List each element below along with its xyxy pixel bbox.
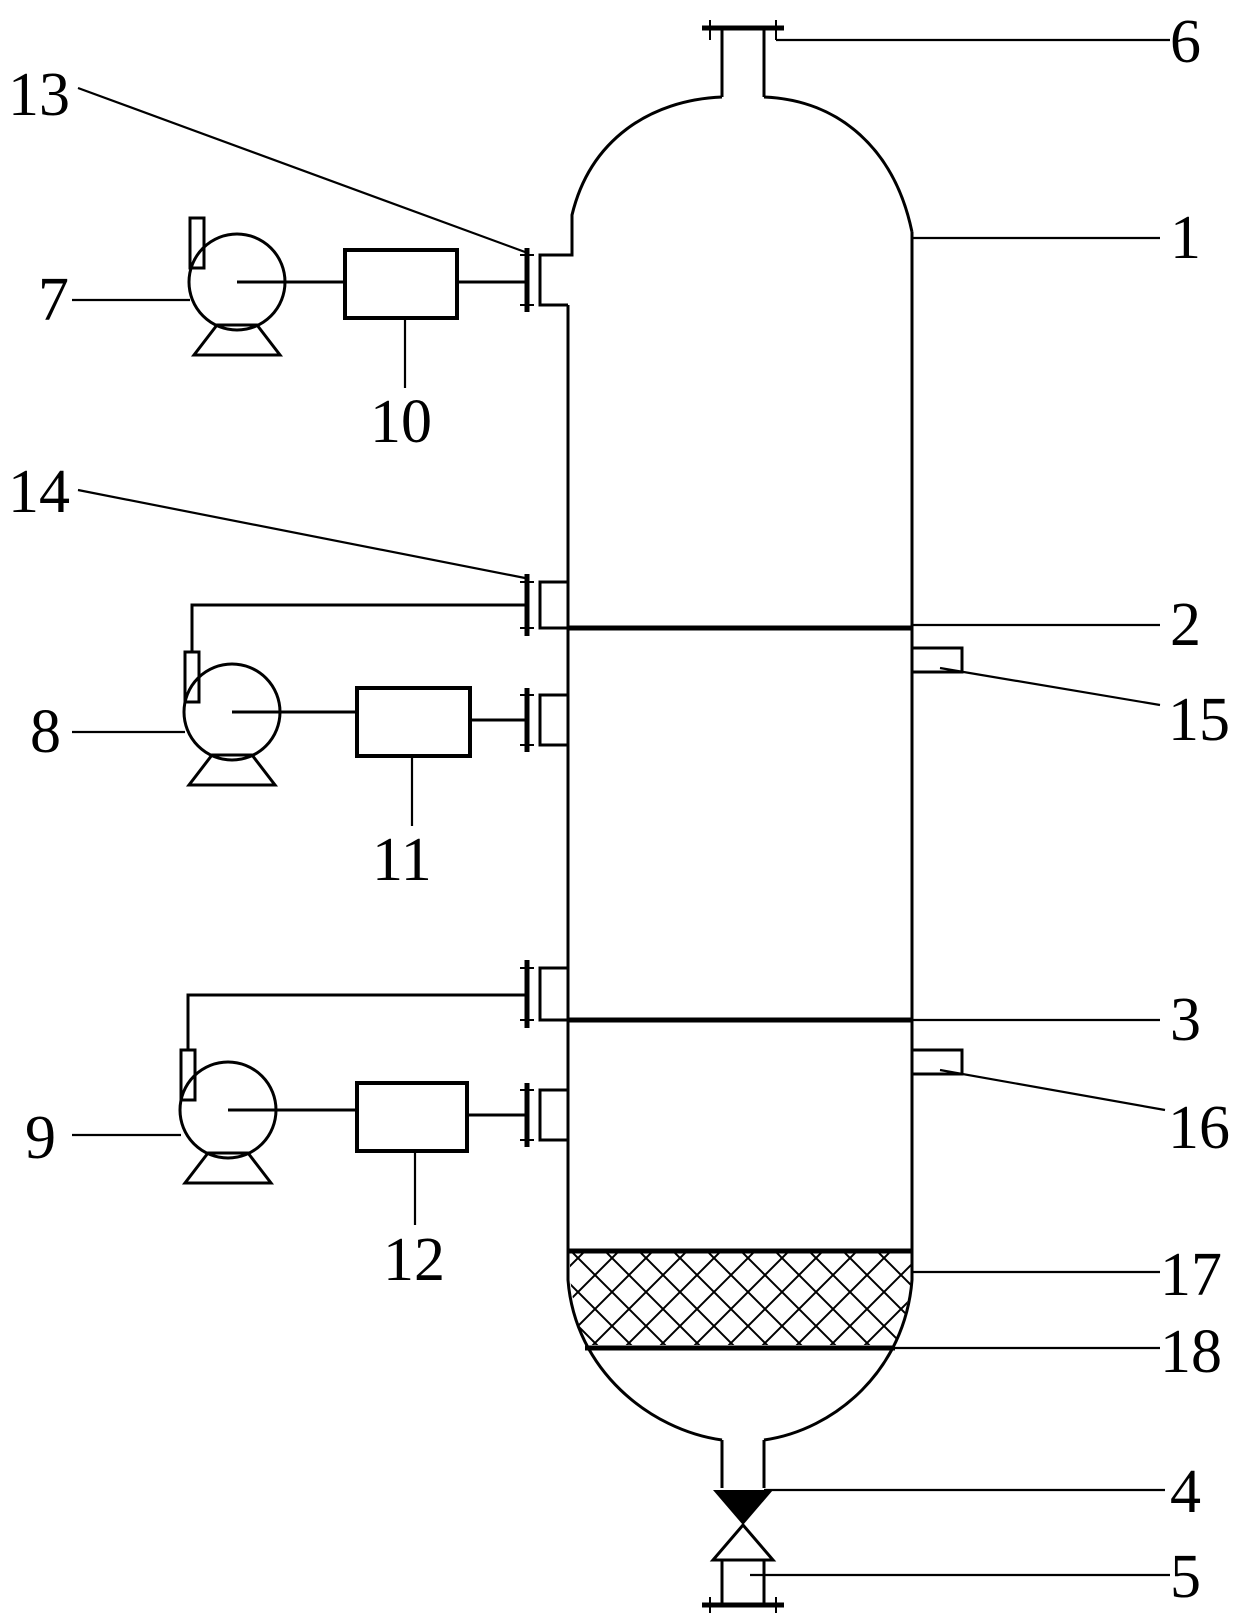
label-16: 16 — [1168, 1094, 1230, 1162]
unit-10 — [343, 248, 459, 320]
pump-8 — [182, 650, 282, 787]
label-7: 7 — [38, 266, 69, 334]
label-5: 5 — [1170, 1543, 1201, 1611]
inlet-nozzle-13 — [520, 248, 568, 312]
bottom-flange — [702, 1597, 784, 1613]
bottom-valve — [709, 1490, 777, 1605]
label-3: 3 — [1170, 986, 1201, 1054]
leader-lines — [72, 38, 1170, 1577]
label-4: 4 — [1170, 1458, 1201, 1526]
label-12: 12 — [383, 1226, 445, 1294]
unit-12 — [355, 1081, 469, 1153]
pump-9 — [178, 1048, 278, 1185]
reactor-vessel — [566, 20, 914, 1488]
label-2: 2 — [1170, 591, 1201, 659]
inlet-nozzle-14 — [520, 574, 568, 636]
label-6: 6 — [1170, 8, 1201, 76]
label-15: 15 — [1168, 686, 1230, 754]
feed-nozzle-middle — [520, 688, 568, 752]
label-18: 18 — [1160, 1318, 1222, 1386]
label-1: 1 — [1170, 204, 1201, 272]
label-10: 10 — [370, 388, 432, 456]
feed-nozzle-lower — [520, 1083, 568, 1147]
label-17: 17 — [1160, 1241, 1222, 1309]
side-outlet-16 — [912, 1048, 964, 1076]
label-14: 14 — [8, 458, 70, 526]
label-11: 11 — [372, 826, 432, 894]
label-8: 8 — [30, 698, 61, 766]
recycle-nozzle-lower — [520, 960, 568, 1028]
side-outlet-15 — [912, 646, 964, 674]
unit-11 — [355, 686, 472, 758]
label-9: 9 — [25, 1104, 56, 1172]
catalyst-bed — [568, 1248, 912, 1345]
label-13: 13 — [8, 61, 70, 129]
pump-7 — [187, 216, 287, 357]
